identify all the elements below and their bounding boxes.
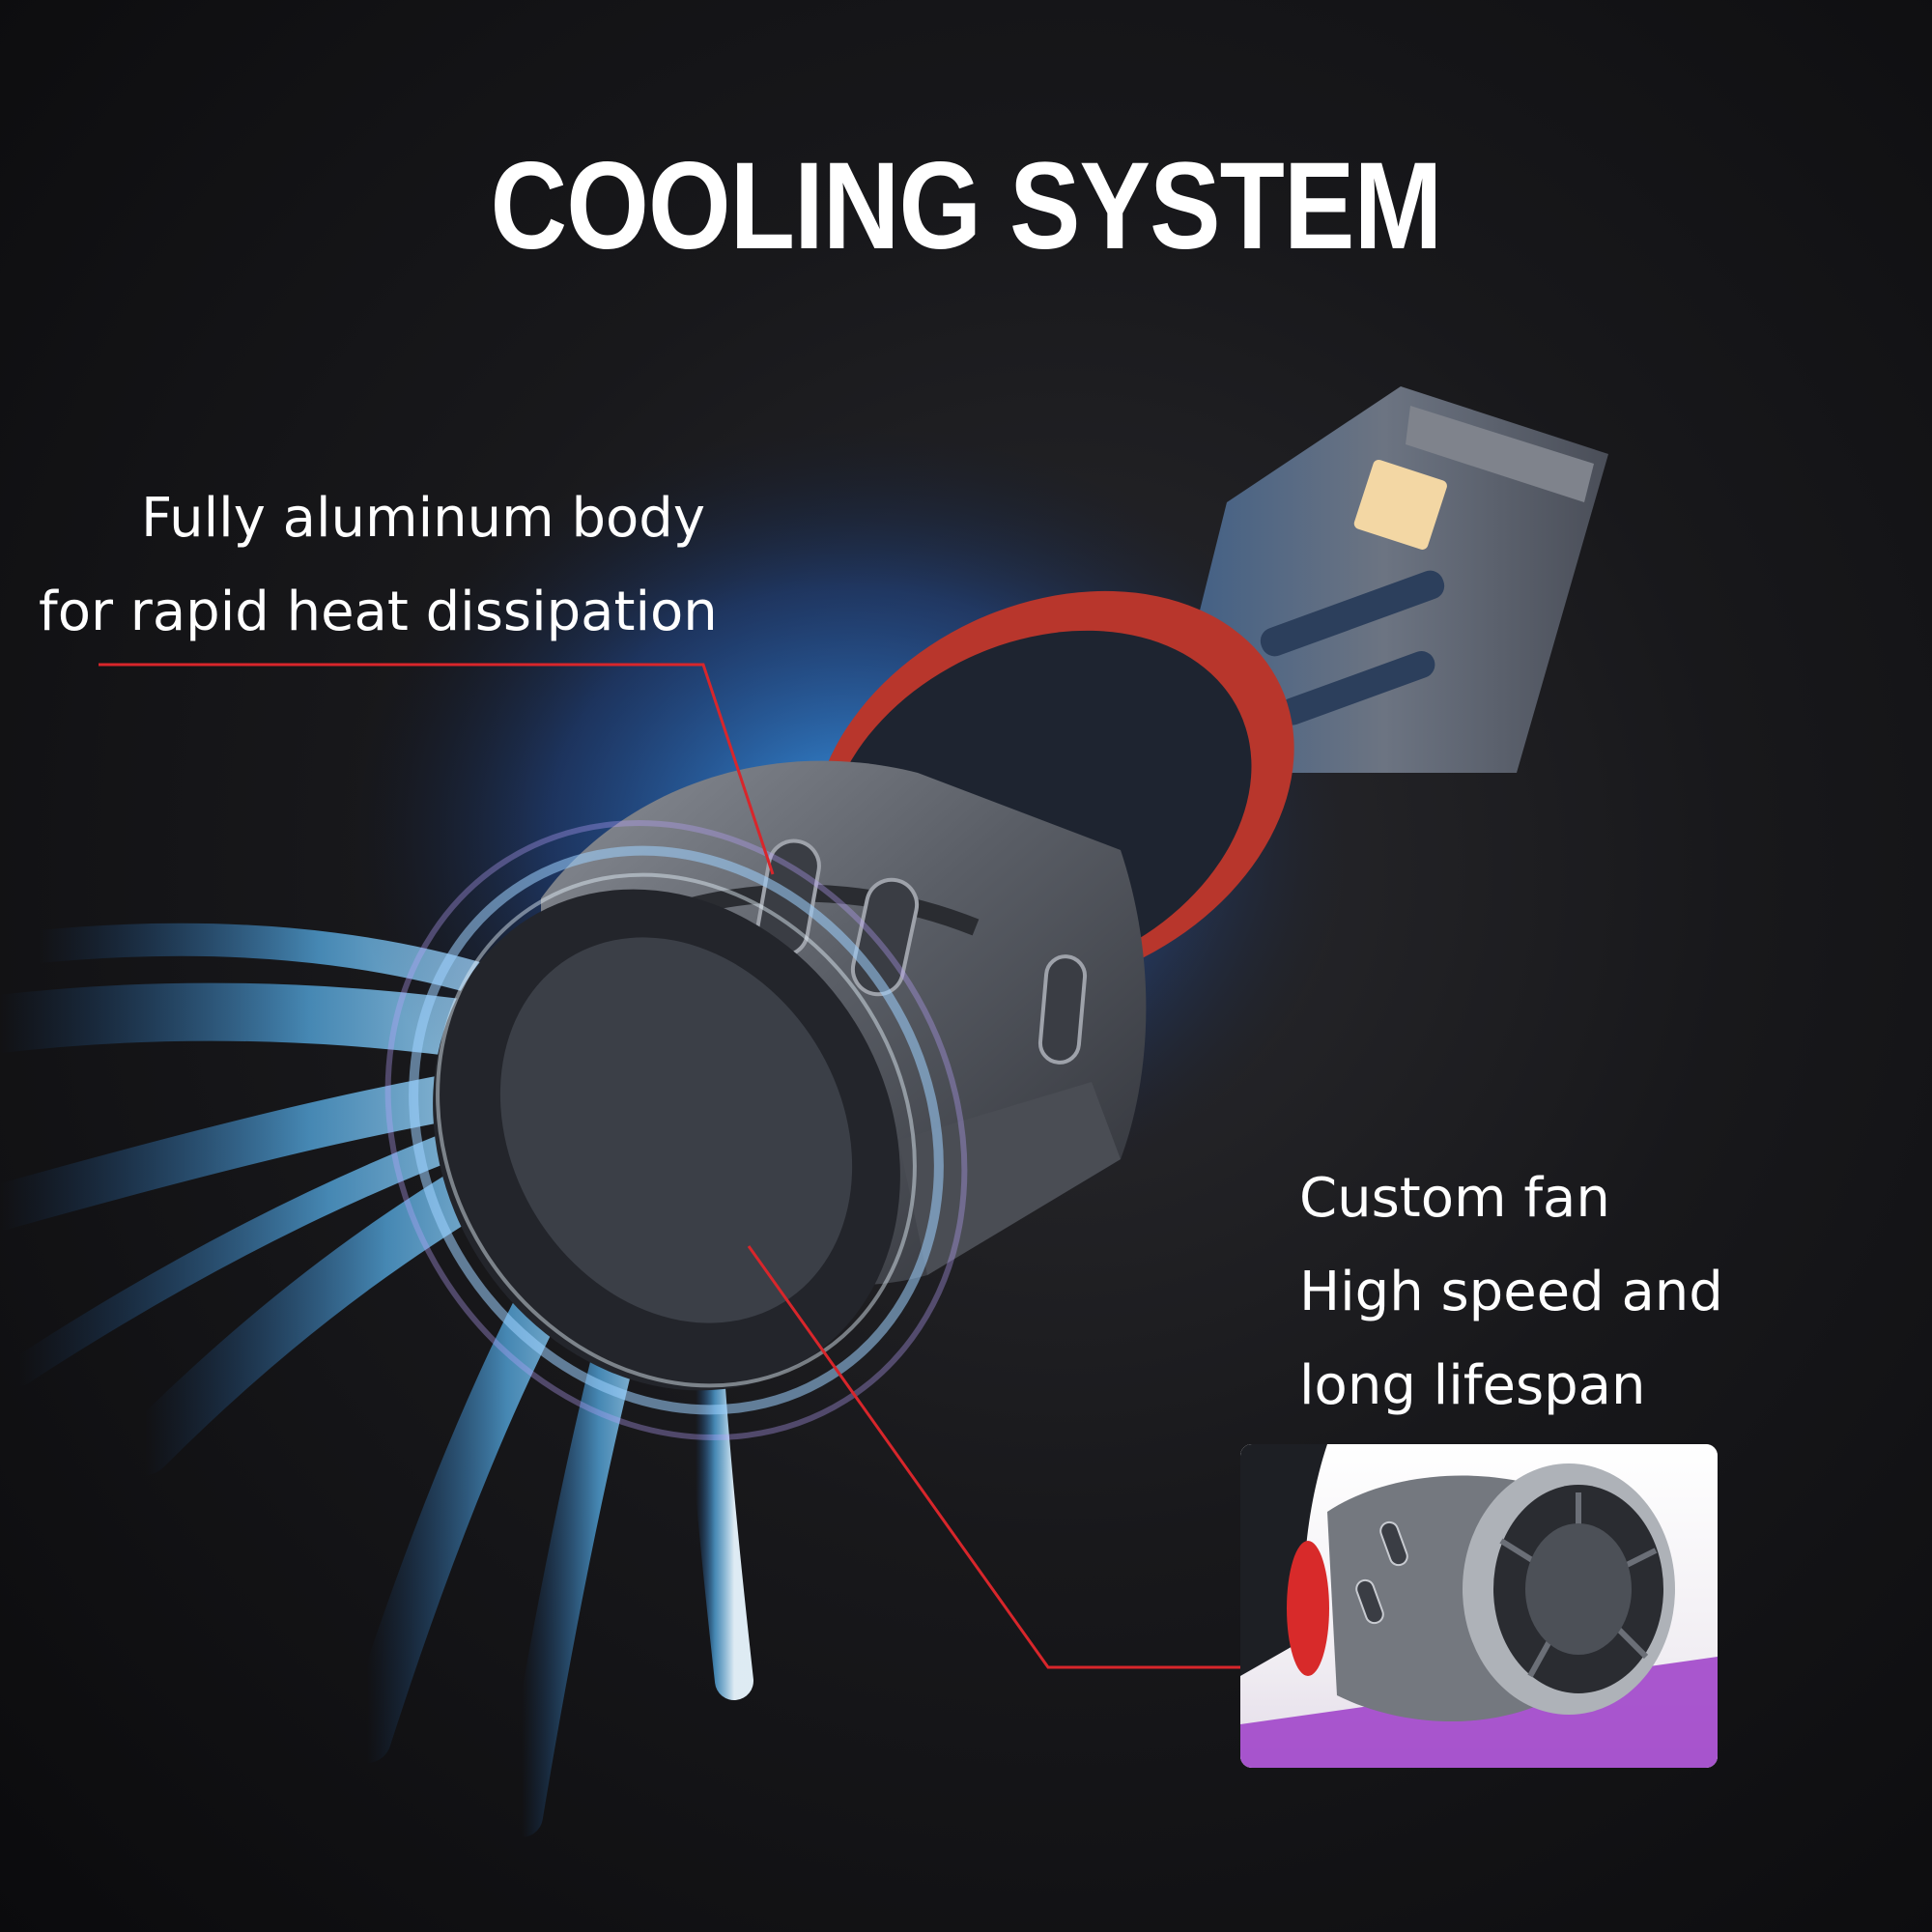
leader-line-body [99, 663, 775, 875]
callout-body-line2: for rapid heat dissipation [39, 581, 718, 643]
callout-fan-line3: long lifespan [1299, 1354, 1646, 1417]
led-chip [1353, 460, 1447, 550]
fan-closeup-inset [1240, 1444, 1718, 1768]
fan-intake [384, 819, 968, 1441]
callout-aluminum-body: Fully aluminum body for rapid heat dissi… [39, 471, 718, 659]
callout-fan-line2: High speed and [1299, 1261, 1723, 1323]
callout-body-line1: Fully aluminum body [140, 487, 705, 550]
callout-custom-fan: Custom fan High speed and long lifespan [1299, 1151, 1723, 1433]
leader-lines [99, 663, 1240, 1669]
fan-closeup-image [1240, 1444, 1718, 1768]
leader-line-fan [747, 1245, 1240, 1669]
page-title: COOLING SYSTEM [490, 137, 1443, 275]
callout-fan-line1: Custom fan [1299, 1167, 1610, 1230]
